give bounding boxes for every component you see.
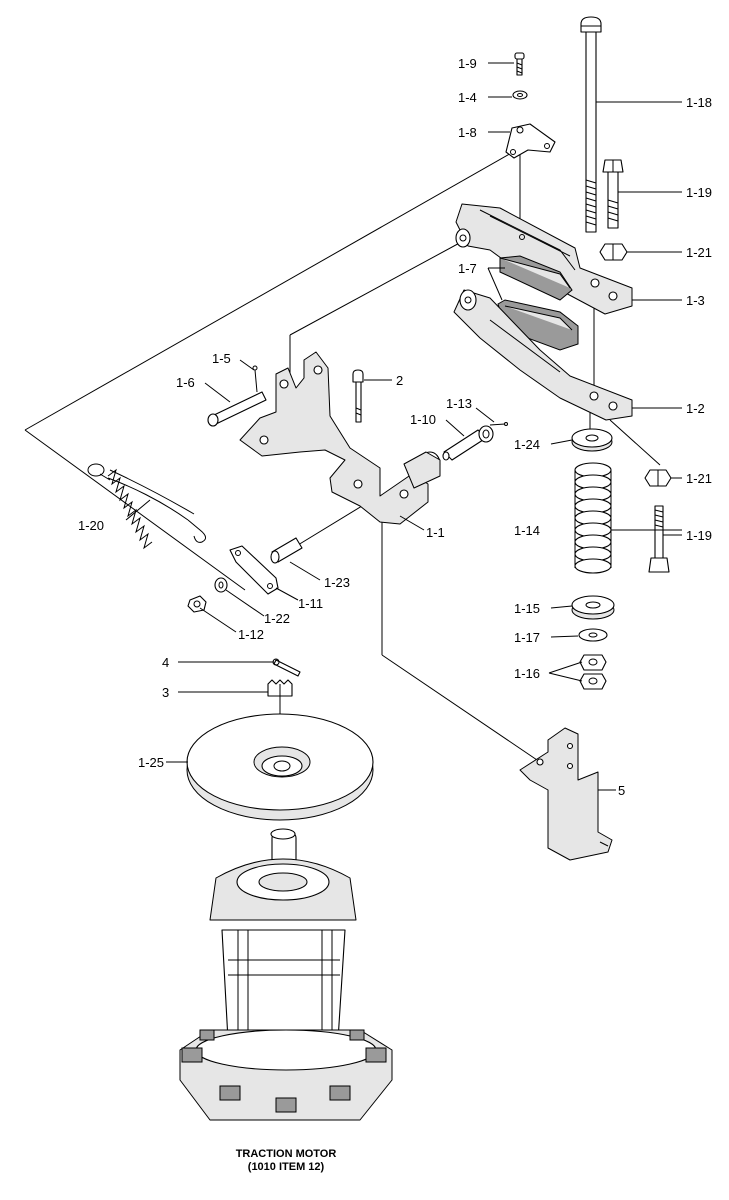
callout-1-24: 1-24 bbox=[514, 437, 540, 452]
part-1-22-washer bbox=[214, 577, 228, 593]
callout-1-6: 1-6 bbox=[176, 375, 195, 390]
callout-5: 5 bbox=[618, 783, 625, 798]
callout-1-15: 1-15 bbox=[514, 601, 540, 616]
part-1-3-upper-arm bbox=[455, 203, 633, 315]
callout-1-1: 1-1 bbox=[426, 525, 445, 540]
part-1-4-washer bbox=[512, 90, 528, 100]
callout-1-4: 1-4 bbox=[458, 90, 477, 105]
callout-1-2: 1-2 bbox=[686, 401, 705, 416]
part-1-19-bolt-upper bbox=[602, 159, 624, 229]
callout-1-5: 1-5 bbox=[212, 351, 231, 366]
part-1-8-plate bbox=[505, 123, 556, 159]
part-1-9-screw bbox=[514, 52, 525, 76]
callout-1-11: 1-11 bbox=[298, 596, 323, 611]
part-1-12-nut bbox=[187, 595, 207, 613]
part-1-13-cotter bbox=[489, 422, 508, 426]
part-1-16-nuts bbox=[579, 654, 607, 690]
part-1-18-long-bolt bbox=[580, 16, 602, 233]
callout-1-14: 1-14 bbox=[514, 523, 540, 538]
callout-1-20: 1-20 bbox=[78, 518, 104, 533]
part-4-cotter-pin bbox=[272, 658, 301, 677]
callout-1-19-upper: 1-19 bbox=[686, 185, 712, 200]
part-1-21-nut-lower bbox=[644, 469, 672, 487]
part-5-bracket bbox=[519, 727, 613, 861]
callout-1-22: 1-22 bbox=[264, 611, 290, 626]
callout-2: 2 bbox=[396, 373, 403, 388]
callout-1-8: 1-8 bbox=[458, 125, 477, 140]
traction-motor bbox=[179, 828, 393, 1121]
part-1-6-pin bbox=[207, 391, 267, 427]
callout-1-21-upper: 1-21 bbox=[686, 245, 712, 260]
part-3-castle-nut bbox=[267, 679, 293, 697]
part-1-14-spring bbox=[574, 462, 612, 574]
part-1-10-clevis-pin bbox=[442, 425, 494, 461]
callout-1-12: 1-12 bbox=[238, 627, 264, 642]
caption-line-1: TRACTION MOTOR bbox=[236, 1148, 337, 1160]
part-1-1-bracket bbox=[239, 351, 441, 525]
callout-leaders bbox=[125, 62, 682, 791]
part-1-5-cotter-pin bbox=[252, 365, 258, 393]
callout-1-9: 1-9 bbox=[458, 56, 477, 71]
part-1-11-link-plate bbox=[229, 545, 279, 595]
part-1-15-cup bbox=[571, 595, 615, 620]
callout-4: 4 bbox=[162, 655, 169, 670]
part-1-7-brake-pads bbox=[497, 255, 579, 351]
part-2-bolt bbox=[352, 369, 364, 423]
callout-3: 3 bbox=[162, 685, 169, 700]
part-1-25-brake-disc bbox=[186, 713, 374, 821]
callout-1-10: 1-10 bbox=[410, 412, 436, 427]
callout-1-7: 1-7 bbox=[458, 261, 477, 276]
part-1-23-pin bbox=[270, 537, 303, 564]
callout-1-23: 1-23 bbox=[324, 575, 350, 590]
callout-labels: 1-9 1-4 1-8 1-18 1-19 1-21 1-7 1-3 1-5 1… bbox=[78, 56, 712, 798]
part-1-17-washer bbox=[578, 628, 608, 642]
callout-1-13: 1-13 bbox=[446, 396, 472, 411]
part-1-24-washer bbox=[571, 428, 613, 452]
callout-1-25: 1-25 bbox=[138, 755, 164, 770]
caption-line-2: (1010 ITEM 12) bbox=[248, 1161, 325, 1173]
callout-1-3: 1-3 bbox=[686, 293, 705, 308]
part-1-19-bolt-lower bbox=[648, 505, 670, 573]
callout-1-19-lower: 1-19 bbox=[686, 528, 712, 543]
callout-1-17: 1-17 bbox=[514, 630, 540, 645]
callout-1-21-lower: 1-21 bbox=[686, 471, 712, 486]
part-1-20-spring bbox=[87, 463, 206, 550]
callout-1-18: 1-18 bbox=[686, 95, 712, 110]
callout-1-16: 1-16 bbox=[514, 666, 540, 681]
part-1-21-nut-upper bbox=[599, 243, 628, 261]
